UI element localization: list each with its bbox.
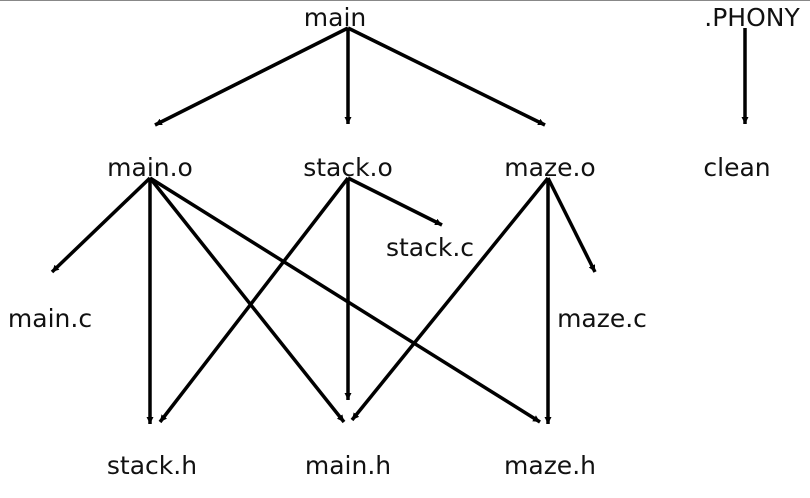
node-maze-c: maze.c	[557, 304, 647, 333]
node-main-o: main.o	[107, 153, 193, 182]
top-border	[0, 0, 810, 1]
edge-stack_o-to-stack_c	[347, 176, 443, 227]
node-stack-c: stack.c	[386, 233, 474, 262]
edge-maze_o-to-maze_c	[546, 177, 597, 273]
node-maze-h: maze.h	[504, 451, 596, 480]
edge-maze_o-to-main_h	[350, 176, 550, 422]
edge-main_o-to-main_c	[50, 176, 152, 274]
edge-main-to-main_o	[154, 26, 349, 127]
node-stack-o: stack.o	[303, 153, 393, 182]
node-phony: .PHONY	[704, 3, 800, 32]
edge-main-to-maze_o	[347, 26, 546, 127]
node-maze-o: maze.o	[504, 153, 595, 182]
edge-stack_o-to-stack_h	[158, 176, 350, 424]
edge-main_o-to-maze_h	[149, 176, 541, 424]
node-main: main	[304, 3, 366, 32]
node-main-c: main.c	[8, 304, 92, 333]
node-stack-h: stack.h	[107, 451, 197, 480]
edge-main_o-to-main_h	[148, 176, 346, 424]
node-main-h: main.h	[305, 451, 391, 480]
node-clean: clean	[703, 153, 770, 182]
